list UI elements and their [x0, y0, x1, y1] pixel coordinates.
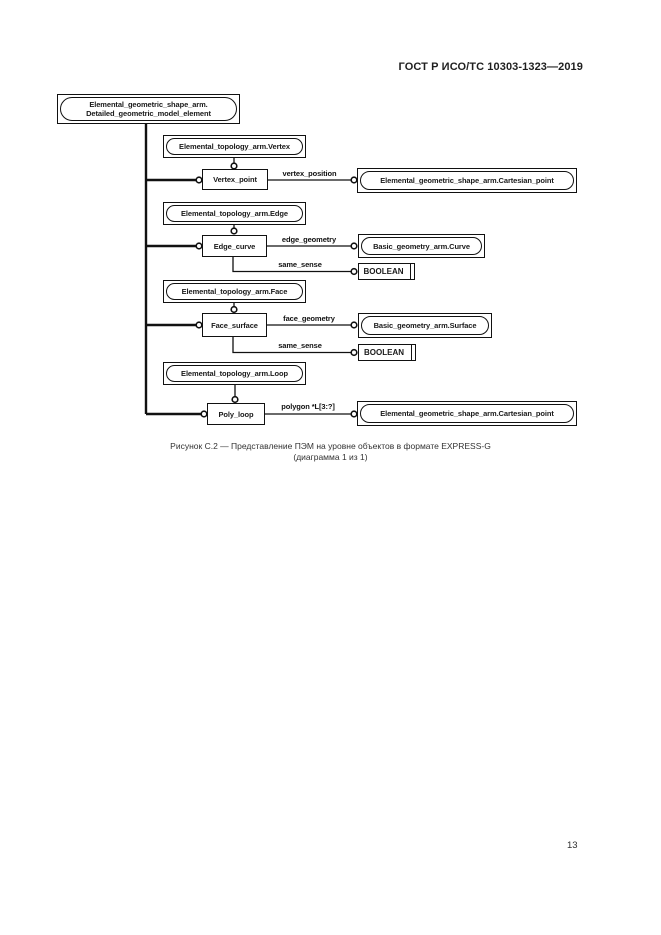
connector-circle: [350, 242, 358, 250]
target-label-curve: Basic_geometry_arm.Curve: [373, 241, 470, 251]
target-label-cartesian-point-1: Elemental_geometric_shape_arm.Cartesian_…: [380, 176, 554, 185]
target-label-boolean-1: BOOLEAN: [363, 267, 404, 276]
simple-type-double-bar: [411, 345, 412, 360]
entity-label-edge-curve: Edge_curve: [213, 241, 256, 251]
root-entity-label-line2: Detailed_geometric_model_element: [86, 109, 211, 118]
attr-label-same-sense-2: same_sense: [278, 341, 322, 350]
connector-circle: [230, 227, 238, 235]
attr-label-polygon: polygon *L[3:?]: [281, 402, 335, 411]
entity-box-vertex-point: Vertex_point: [202, 169, 268, 190]
supertype-box-edge: Elemental_topology_arm.Edge: [163, 202, 306, 225]
supertype-box-face: Elemental_topology_arm.Face: [163, 280, 306, 303]
target-label-boolean-2: BOOLEAN: [364, 348, 404, 357]
supertype-label-face: Elemental_topology_arm.Face: [181, 287, 288, 296]
figure-caption-line2: (диаграмма 1 из 1): [293, 451, 368, 462]
supertype-box-vertex: Elemental_topology_arm.Vertex: [163, 135, 306, 158]
entity-box-face-surface: Face_surface: [202, 313, 267, 337]
target-box-surface: Basic_geometry_arm.Surface: [358, 313, 492, 338]
page-number: 13: [567, 840, 578, 851]
connector-circle: [200, 410, 208, 418]
attr-label-face-geometry: face_geometry: [283, 314, 335, 323]
connector-circle: [350, 176, 358, 184]
attr-line-same-sense-2: [232, 337, 351, 354]
supertype-label-edge: Elemental_topology_arm.Edge: [181, 209, 288, 218]
target-box-cartesian-point-1: Elemental_geometric_shape_arm.Cartesian_…: [357, 168, 577, 193]
document-header-title: ГОСТ Р ИСО/ТС 10303-1323—2019: [398, 61, 583, 73]
entity-box-edge-curve: Edge_curve: [202, 235, 267, 257]
root-entity-label-line1: Elemental_geometric_shape_arm.: [89, 100, 208, 109]
entity-label-vertex-point: Vertex_point: [213, 175, 257, 184]
attr-label-edge-geometry: edge_geometry: [281, 235, 337, 244]
connector-circle: [350, 410, 358, 418]
connector-circle: [195, 176, 203, 184]
supertype-label-vertex: Elemental_topology_arm.Vertex: [179, 142, 290, 151]
entity-label-poly-loop: Poly_loop: [218, 409, 254, 419]
supertype-label-loop: Elemental_topology_arm.Loop: [181, 369, 288, 378]
connector-circle: [350, 321, 358, 329]
connector-circle: [350, 267, 358, 276]
target-box-cartesian-point-2: Elemental_geometric_shape_arm.Cartesian_…: [357, 401, 577, 426]
target-label-cartesian-point-2: Elemental_geometric_shape_arm.Cartesian_…: [380, 409, 554, 418]
connector-circle: [231, 395, 239, 404]
target-box-curve: Basic_geometry_arm.Curve: [358, 234, 485, 258]
connector-circle: [195, 242, 203, 250]
root-entity-box: Elemental_geometric_shape_arm. Detailed_…: [57, 94, 240, 124]
connector-circle: [230, 162, 238, 170]
connector-circle: [350, 348, 358, 357]
figure-caption: Рисунок С.2 — Представление ПЭМ на уровн…: [0, 441, 661, 462]
attr-label-same-sense-1: same_sense: [278, 260, 322, 269]
entity-box-poly-loop: Poly_loop: [207, 403, 265, 425]
attr-line-same-sense-1: [232, 257, 351, 273]
attr-label-vertex-position: vertex_position: [282, 169, 337, 178]
supertype-box-loop: Elemental_topology_arm.Loop: [163, 362, 306, 385]
figure-caption-line1: Рисунок С.2 — Представление ПЭМ на уровн…: [170, 441, 491, 451]
target-label-surface: Basic_geometry_arm.Surface: [373, 321, 477, 330]
target-box-boolean-2: BOOLEAN: [358, 344, 416, 361]
connector-circle: [195, 321, 203, 329]
target-box-boolean-1: BOOLEAN: [358, 263, 415, 280]
connector-circle: [230, 305, 238, 314]
simple-type-double-bar: [410, 264, 411, 279]
entity-label-face-surface: Face_surface: [211, 320, 258, 330]
